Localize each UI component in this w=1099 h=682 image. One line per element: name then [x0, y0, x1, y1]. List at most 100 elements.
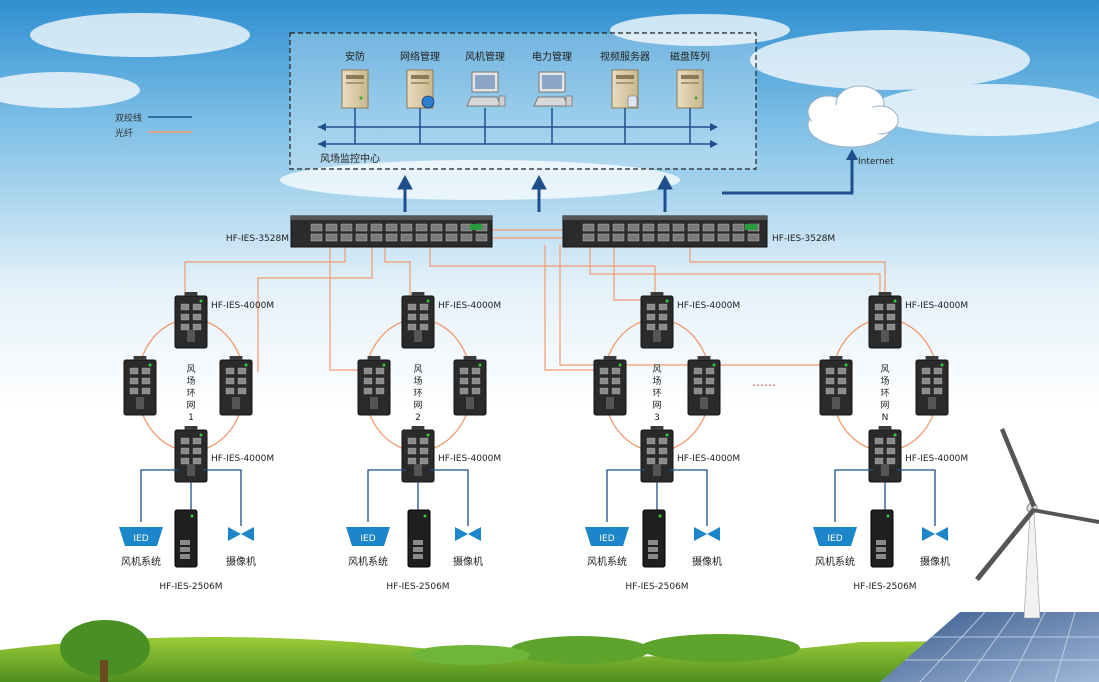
core-switch: HF-IES-3528M	[226, 215, 493, 248]
ring-name-char: 网	[413, 400, 422, 411]
ring-network: HF-IES-4000MHF-IES-4000M风场环网1IED风机系统摄像机H…	[119, 292, 274, 592]
server-globe-icon	[406, 69, 435, 109]
ring-top-switch-model: HF-IES-4000M	[211, 301, 274, 311]
edge-switch-icon	[870, 509, 894, 568]
ring-name-char: 风	[880, 364, 889, 375]
din-rail-switch-icon	[219, 356, 253, 416]
edge-switch-icon	[642, 509, 666, 568]
din-rail-switch-icon	[819, 356, 853, 416]
legend: 双绞线 光纤	[115, 112, 192, 139]
solar-panel-decoration	[880, 611, 1099, 682]
ring-name-char: 网	[880, 400, 889, 411]
edge-switch-model: HF-IES-2506M	[159, 582, 222, 592]
twisted-pair-links	[140, 469, 242, 526]
server-node: 风机管理	[465, 50, 506, 144]
ring-name-char: N	[882, 413, 889, 423]
server-node: 视频服务器	[600, 50, 650, 144]
core-switch-model: HF-IES-3528M	[226, 234, 289, 244]
din-rail-switch-icon	[174, 292, 208, 349]
ied-system-label: 风机系统	[587, 555, 627, 568]
ring-name-char: 场	[186, 376, 195, 387]
twisted-pair-links	[606, 469, 708, 526]
ied-badge: IED	[133, 534, 148, 544]
edge-switch-model: HF-IES-2506M	[625, 582, 688, 592]
ied-badge: IED	[827, 534, 842, 544]
ring-name-char: 3	[654, 413, 660, 423]
twisted-pair-links	[367, 469, 469, 526]
clouds-decoration	[0, 13, 1099, 200]
ring-networks: HF-IES-4000MHF-IES-4000M风场环网1IED风机系统摄像机H…	[119, 292, 968, 592]
control-center: 安防网络管理风机管理 电力管理 视频服务器 磁盘阵列 风场监控中心	[289, 32, 757, 170]
edge-switch-model: HF-IES-2506M	[386, 582, 449, 592]
internet-label: Internet	[858, 157, 894, 167]
ring-name-char: 风	[652, 364, 661, 375]
control-center-title: 风场监控中心	[320, 152, 380, 165]
ring-network: HF-IES-4000MHF-IES-4000M风场环网2IED风机系统摄像机H…	[346, 292, 501, 592]
din-rail-switch-icon	[640, 426, 674, 483]
server-node: 网络管理	[400, 50, 440, 144]
ied-badge: IED	[360, 534, 375, 544]
server-label: 视频服务器	[600, 50, 650, 63]
camera-icon	[922, 527, 948, 541]
wind-turbine-decoration	[975, 428, 1099, 619]
ring-top-switch-model: HF-IES-4000M	[905, 301, 968, 311]
camera-label: 摄像机	[920, 555, 950, 568]
ring-name-char: 网	[652, 400, 661, 411]
ied-badge: IED	[599, 534, 614, 544]
internet-uplink	[722, 157, 854, 195]
fiber-links	[184, 229, 886, 372]
ring-name-char: 环	[652, 388, 661, 399]
din-rail-switch-icon	[640, 292, 674, 349]
ring-name-char: 环	[413, 388, 422, 399]
ring-name-char: 风	[186, 364, 195, 375]
din-rail-switch-icon	[915, 356, 949, 416]
server-icon	[676, 69, 704, 109]
ring-top-switch-model: HF-IES-4000M	[677, 301, 740, 311]
edge-switch-model: HF-IES-2506M	[853, 582, 916, 592]
ring-bottom-switch-model: HF-IES-4000M	[438, 454, 501, 464]
din-rail-switch-icon	[868, 292, 902, 349]
ring-name-char: 网	[186, 400, 195, 411]
workstation-icon	[466, 71, 506, 107]
server-icon	[341, 69, 369, 109]
camera-icon	[455, 527, 481, 541]
server-label: 电力管理	[532, 50, 572, 63]
ied-system-label: 风机系统	[348, 555, 388, 568]
server-label: 磁盘阵列	[670, 50, 710, 63]
server-node: 安防	[341, 50, 369, 144]
din-rail-switch-icon	[453, 356, 487, 416]
ied-icon: IED	[813, 527, 857, 546]
edge-switch-icon	[174, 509, 198, 568]
more-rings-ellipsis: ……	[752, 375, 776, 389]
server-node: 电力管理	[532, 50, 573, 144]
legend-fiber-label: 光纤	[115, 127, 133, 139]
camera-icon	[228, 527, 254, 541]
internet-cloud: Internet	[807, 85, 899, 167]
core-switch: HF-IES-3528M	[562, 215, 835, 248]
ring-name-char: 风	[413, 364, 422, 375]
legend-twisted-pair-label: 双绞线	[115, 112, 142, 124]
din-rail-switch-icon	[401, 292, 435, 349]
server-node: 磁盘阵列	[670, 50, 710, 144]
ied-system-label: 风机系统	[121, 555, 161, 568]
din-rail-switch-icon	[687, 356, 721, 416]
ring-bottom-switch-model: HF-IES-4000M	[677, 454, 740, 464]
din-rail-switch-icon	[868, 426, 902, 483]
ring-bottom-switch-model: HF-IES-4000M	[905, 454, 968, 464]
twisted-pair-links	[834, 469, 936, 526]
workstation-icon	[533, 71, 573, 107]
camera-label: 摄像机	[692, 555, 722, 568]
din-rail-switch-icon	[401, 426, 435, 483]
ring-name-char: 环	[186, 388, 195, 399]
din-rail-switch-icon	[174, 426, 208, 483]
din-rail-switch-icon	[593, 356, 627, 416]
camera-label: 摄像机	[453, 555, 483, 568]
ring-name-char: 场	[652, 376, 661, 387]
ied-system-label: 风机系统	[815, 555, 855, 568]
rack-switch-icon	[562, 215, 768, 248]
server-db-icon	[611, 69, 639, 109]
rack-switch-icon	[290, 215, 493, 248]
core-switch-model: HF-IES-3528M	[772, 234, 835, 244]
